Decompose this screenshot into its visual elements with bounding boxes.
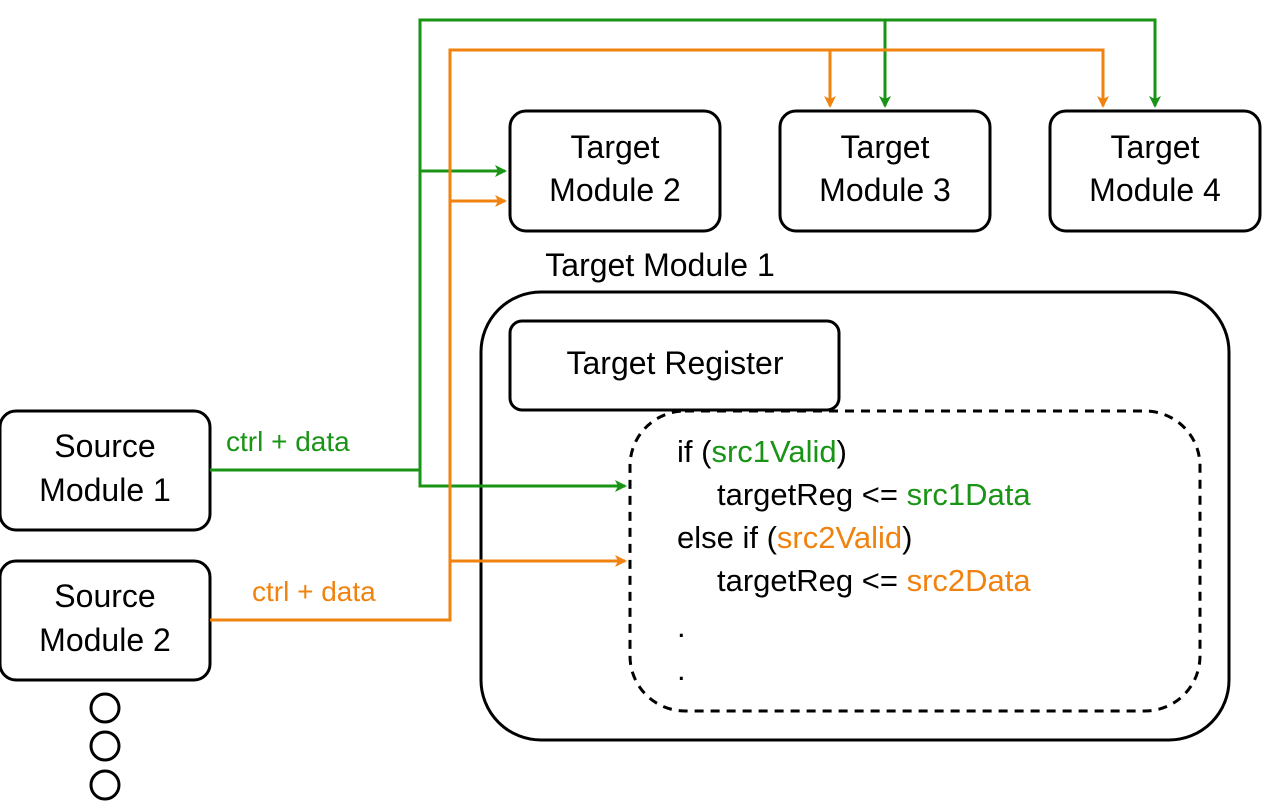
code-line-6: .	[677, 652, 686, 687]
source-module-1-line1: Source	[54, 428, 155, 464]
code-line-2: targetReg <= src1Data	[717, 477, 1031, 512]
target-module-2: Target Module 2	[508, 109, 722, 233]
vertical-dots-icon	[89, 692, 121, 801]
source-module-2-line2: Module 2	[39, 622, 171, 658]
target-module-1-box	[479, 290, 1231, 742]
source-module-2: Source Module 2	[0, 559, 212, 682]
target-module-4-line1: Target	[1111, 129, 1200, 165]
source-module-1-line2: Module 1	[39, 472, 171, 508]
code-line-4: targetReg <= src2Data	[717, 563, 1031, 598]
target-register-label: Target Register	[567, 345, 784, 381]
orange-connections	[210, 48, 1109, 622]
source-module-1: Source Module 1	[0, 409, 212, 532]
target-module-4: Target Module 4	[1048, 109, 1262, 233]
target-module-1-label: Target Module 1	[545, 247, 774, 283]
code-block: if (src1Valid) targetReg <= src1Data els…	[677, 434, 1031, 687]
target-register-box	[508, 319, 841, 412]
target-module-2-line1: Target	[571, 129, 660, 165]
orange-edge-label: ctrl + data	[252, 576, 376, 607]
code-line-3: else if (src2Valid)	[677, 520, 912, 555]
target-module-3: Target Module 3	[778, 109, 992, 233]
code-line-5: .	[677, 609, 686, 644]
target-module-4-line2: Module 4	[1089, 172, 1221, 208]
green-connections	[210, 18, 1161, 492]
target-module-3-line2: Module 3	[819, 172, 951, 208]
logic-region	[628, 409, 1202, 713]
source-module-2-line1: Source	[54, 578, 155, 614]
code-line-1: if (src1Valid)	[677, 434, 847, 469]
target-module-3-line1: Target	[841, 129, 930, 165]
target-module-2-line2: Module 2	[549, 172, 681, 208]
green-edge-label: ctrl + data	[226, 426, 350, 457]
